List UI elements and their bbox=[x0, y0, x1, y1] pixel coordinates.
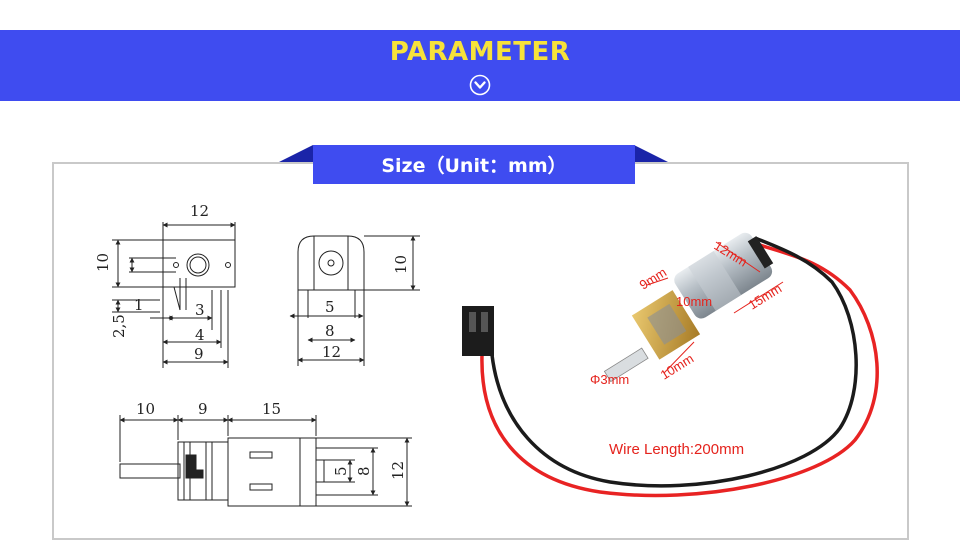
front-width-label: 12 bbox=[190, 202, 209, 220]
tab-wing-right bbox=[634, 145, 668, 162]
end-dim-12-label: 12 bbox=[322, 343, 341, 361]
wire-length-label: Wire Length:200mm bbox=[609, 441, 744, 458]
side-dim-5-label: 5 bbox=[332, 466, 350, 476]
product-photo: 12mm 9mm 10mm 15mm 10mm Φ3mm Wire Length… bbox=[462, 232, 879, 498]
front-view bbox=[112, 222, 236, 368]
side-dim-8-label: 8 bbox=[355, 466, 373, 476]
header-banner: PARAMETER bbox=[0, 30, 960, 101]
chevron-down-circle-icon[interactable] bbox=[469, 74, 491, 96]
photo-label-shaft: Φ3mm bbox=[590, 372, 629, 387]
end-height-label: 10 bbox=[392, 255, 410, 274]
size-tab: Size（Unit：mm） bbox=[313, 145, 635, 184]
front-offset-1-label: 1 bbox=[134, 296, 144, 314]
side-gearbox-label: 9 bbox=[198, 400, 208, 418]
side-shaft-label: 10 bbox=[136, 400, 155, 418]
end-dim-8-label: 8 bbox=[325, 322, 335, 340]
side-view bbox=[119, 415, 412, 507]
front-height-label: 10 bbox=[94, 253, 112, 272]
front-dim-3-label: 3 bbox=[195, 301, 205, 319]
end-dim-5-label: 5 bbox=[325, 298, 335, 316]
side-dim-12-label: 12 bbox=[389, 461, 407, 480]
side-motor-label: 15 bbox=[262, 400, 281, 418]
front-dim-4-label: 4 bbox=[195, 326, 205, 344]
front-offset-2-5-label: 2,5 bbox=[110, 314, 128, 338]
end-view bbox=[289, 235, 420, 366]
page-title: PARAMETER bbox=[389, 37, 571, 67]
photo-label-10mm-top: 10mm bbox=[676, 294, 712, 309]
front-dim-9-label: 9 bbox=[194, 345, 204, 363]
photo-label-9mm: 9mm bbox=[637, 265, 669, 293]
tab-wing-left bbox=[279, 145, 313, 162]
